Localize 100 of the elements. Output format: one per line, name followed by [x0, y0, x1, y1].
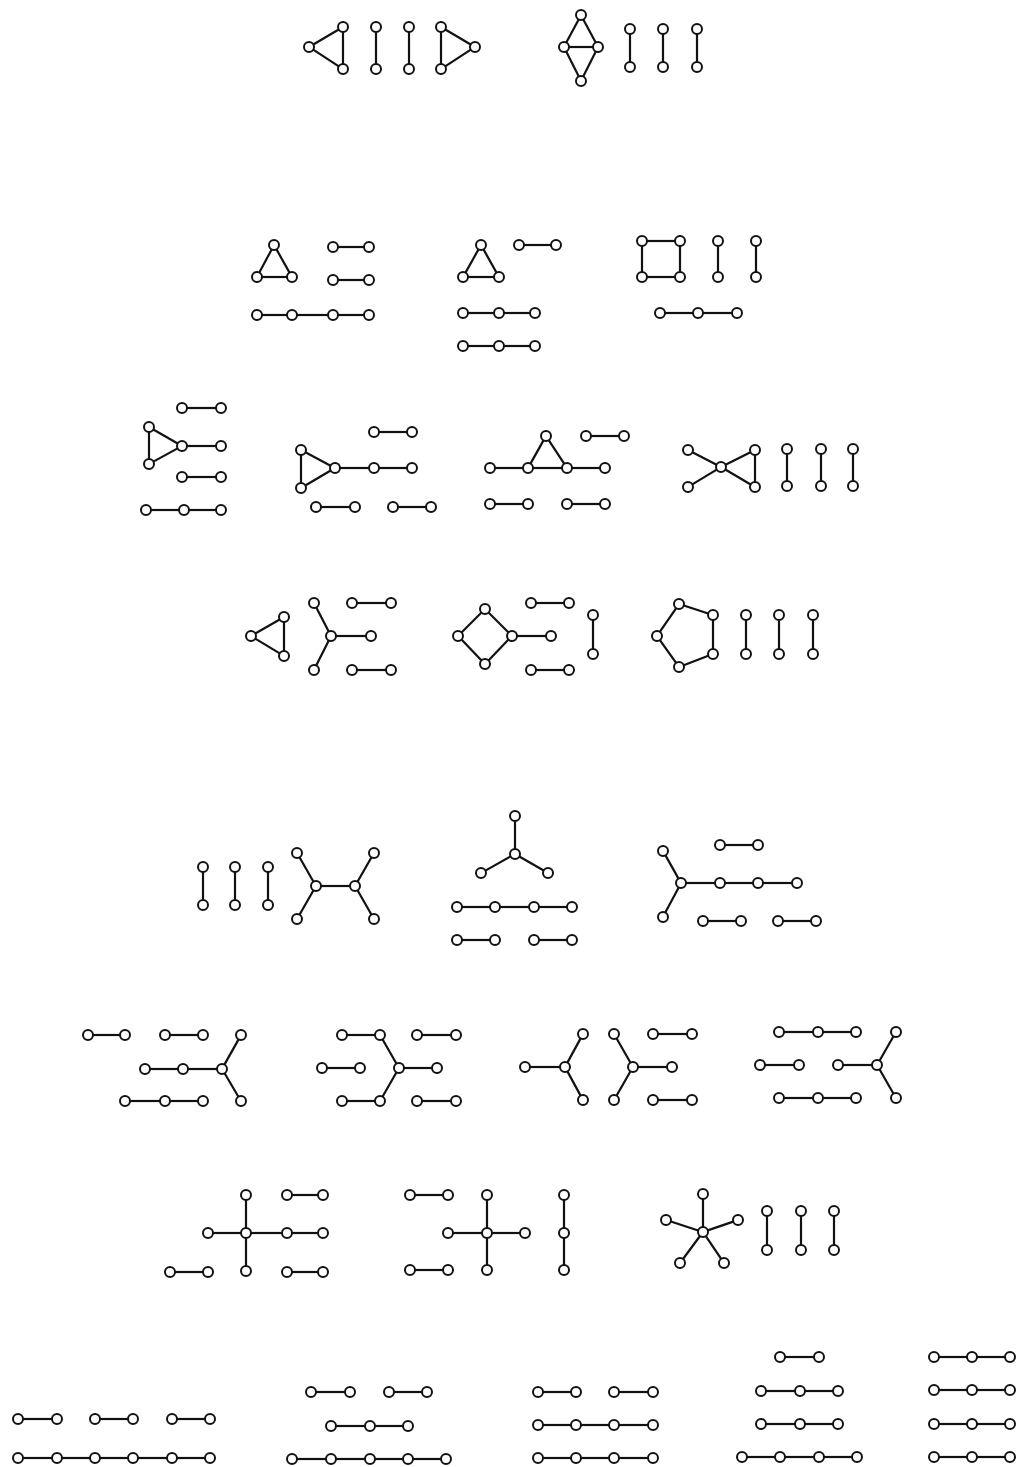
vertex-circle	[354, 1062, 366, 1074]
vertex-circle	[176, 440, 188, 452]
edge-line	[298, 856, 315, 883]
edge-line	[524, 243, 551, 247]
edge-line	[299, 455, 303, 483]
vertex-circle	[781, 480, 793, 492]
edge-line	[766, 1389, 795, 1393]
vertex-circle	[608, 1028, 620, 1040]
vertex-circle	[528, 934, 540, 946]
vertex-circle	[143, 458, 155, 470]
edge-line	[62, 1456, 90, 1460]
edge-line	[381, 1038, 398, 1065]
edge-line	[487, 611, 510, 634]
edge-line	[292, 1193, 318, 1197]
edge-line	[223, 1038, 240, 1066]
edge-line	[413, 1457, 441, 1461]
vertex-circle	[286, 1453, 298, 1465]
vertex-circle	[575, 75, 587, 87]
edge-line	[582, 18, 597, 44]
edge-line	[683, 604, 709, 615]
vertex-circle	[295, 482, 307, 494]
edge-line	[640, 246, 644, 272]
vertex-circle	[421, 1386, 433, 1398]
vertex-circle	[558, 41, 570, 53]
edge-line	[23, 1456, 52, 1460]
vertex-circle	[346, 664, 358, 676]
vertex-circle	[673, 661, 685, 673]
vertex-circle	[815, 480, 827, 492]
vertex-circle	[82, 1029, 94, 1041]
vertex-circle	[815, 443, 827, 455]
edge-line	[500, 905, 529, 909]
vertex-circle	[686, 1028, 698, 1040]
edge-line	[100, 1456, 128, 1460]
vertex-circle	[528, 901, 540, 913]
edge-line	[292, 1231, 318, 1235]
vertex-circle	[735, 915, 747, 927]
vertex-circle	[832, 1418, 844, 1430]
edge-line	[785, 454, 789, 481]
edge-line	[518, 855, 545, 872]
edge-line	[619, 1390, 648, 1394]
edge-line	[566, 1037, 582, 1064]
vertex-circle	[654, 307, 666, 319]
edge-line	[341, 32, 345, 64]
vertex-circle	[673, 598, 685, 610]
vertex-circle	[666, 1061, 678, 1073]
edge-line	[444, 28, 472, 46]
vertex-circle	[647, 1386, 659, 1398]
vertex-circle	[540, 430, 552, 442]
edge-line	[175, 1270, 203, 1274]
edge-line	[823, 1096, 851, 1100]
edge-line	[422, 1099, 451, 1103]
edge-line	[338, 313, 364, 317]
vertex-circle	[305, 1386, 317, 1398]
edge-line	[543, 1456, 571, 1460]
edge-line	[312, 28, 340, 46]
vertex-circle	[327, 309, 339, 321]
vertex-circle	[442, 1189, 454, 1201]
vertex-circle	[481, 1227, 493, 1239]
vertex-circle	[215, 471, 227, 483]
vertex-circle	[317, 1227, 329, 1239]
edge-line	[468, 311, 494, 315]
edge-line	[347, 1033, 375, 1037]
edge-line	[304, 469, 332, 487]
vertex-circle	[178, 504, 190, 516]
edge-line	[695, 34, 699, 62]
vertex-circle	[457, 271, 469, 283]
vertex-circle	[159, 1029, 171, 1041]
edge-line	[23, 1417, 52, 1421]
vertex-circle	[587, 648, 599, 660]
edge-line	[565, 18, 580, 44]
vertex-circle	[561, 498, 573, 510]
edge-line	[566, 1070, 582, 1097]
vertex-circle	[317, 1266, 329, 1278]
edge-line	[347, 1099, 375, 1103]
edge-line	[464, 248, 480, 274]
edge-line	[315, 606, 330, 633]
edge-line	[304, 451, 332, 467]
vertex-circle	[966, 1418, 978, 1430]
vertex-circle	[442, 1264, 454, 1276]
vertex-circle	[736, 1451, 748, 1463]
vertex-circle	[847, 443, 859, 455]
edge-line	[415, 1193, 443, 1197]
vertex-circle	[966, 1351, 978, 1363]
vertex-circle	[1004, 1418, 1016, 1430]
vertex-circle	[506, 630, 518, 642]
edge-line	[572, 466, 600, 470]
edge-line	[338, 245, 364, 249]
vertex-circle	[303, 41, 315, 53]
edge-line	[138, 1456, 167, 1460]
vertex-circle	[577, 1028, 589, 1040]
edge-line	[356, 856, 373, 883]
vertex-circle	[890, 1092, 902, 1104]
vertex-circle	[291, 913, 303, 925]
edge-line	[562, 1200, 566, 1228]
edge-line	[543, 1390, 571, 1394]
edge-line	[647, 275, 675, 279]
vertex-circle	[442, 1227, 454, 1239]
vertex-circle	[714, 877, 726, 889]
edge-line	[357, 601, 386, 605]
edge-line	[254, 618, 281, 635]
